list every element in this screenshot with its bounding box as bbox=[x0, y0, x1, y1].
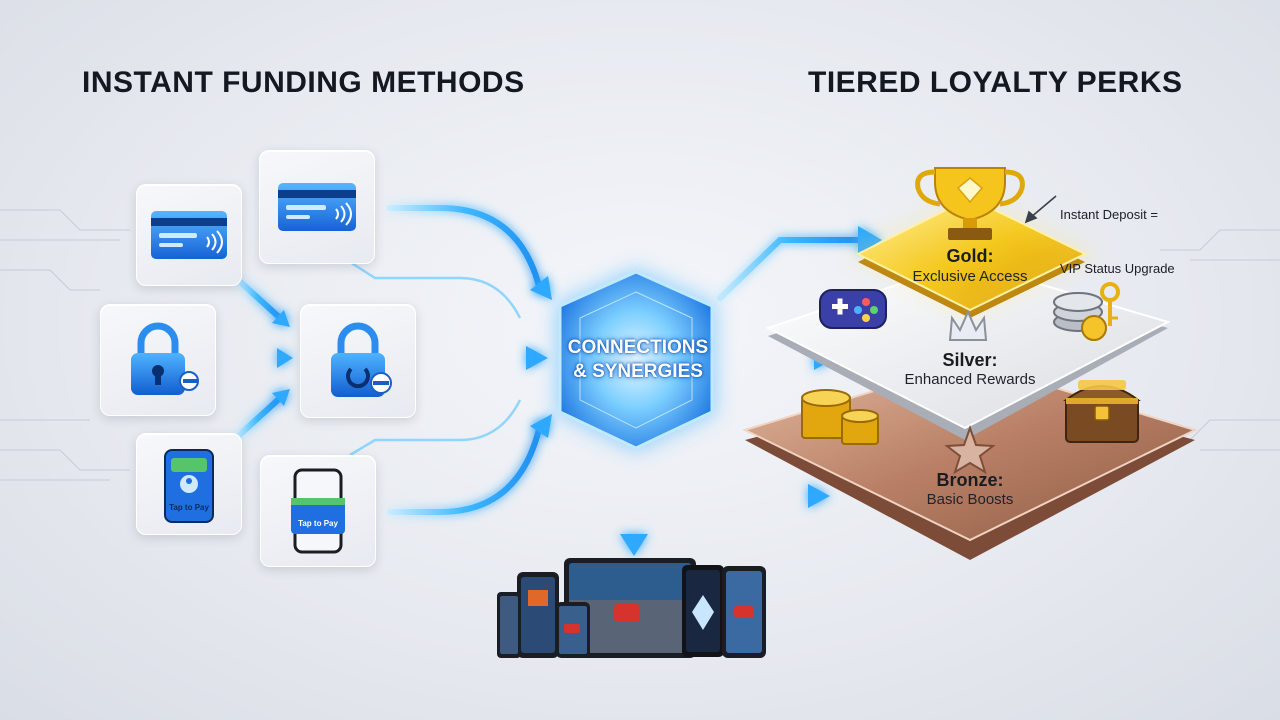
circuit-lines-left bbox=[0, 209, 130, 481]
vip-upgrade-callout: Instant Deposit = VIP Status Upgrade bbox=[1060, 170, 1175, 296]
flow-arrow-pay-to-hub bbox=[387, 422, 543, 515]
hub-label-line-2: & SYNERGIES bbox=[573, 361, 703, 382]
tap-to-pay-label: Tap to Pay bbox=[169, 503, 209, 512]
flow-arrow-card-to-hub bbox=[387, 205, 543, 293]
callout-pointer bbox=[1024, 195, 1057, 224]
flow-arrow-pay1-to-lock bbox=[233, 395, 283, 441]
hub-label-line-1: CONNECTIONS bbox=[567, 337, 709, 358]
funding-card-secure-lock-2 bbox=[300, 304, 416, 418]
circuit-lines-right bbox=[1160, 229, 1280, 451]
flow-arrows-left bbox=[223, 205, 543, 515]
gaming-devices-icon bbox=[497, 558, 766, 658]
bronze-tier-name: Bronze: bbox=[936, 470, 1004, 490]
flow-arrow-card1-to-lock bbox=[233, 275, 283, 321]
silver-tier-name: Silver: bbox=[942, 350, 998, 370]
loyalty-perks-heading: TIERED LOYALTY PERKS bbox=[808, 66, 1183, 99]
funding-methods-heading: INSTANT FUNDING METHODS bbox=[82, 66, 525, 99]
padlock-key-icon bbox=[131, 322, 199, 395]
gold-coins-icon bbox=[801, 389, 879, 445]
treasure-chest-icon bbox=[1063, 380, 1141, 443]
gamepad-icon bbox=[819, 289, 887, 329]
thin-flow-lines bbox=[349, 260, 522, 457]
hub-hexagon bbox=[556, 268, 716, 452]
callout-line-1: Instant Deposit = bbox=[1060, 207, 1158, 222]
trophy-icon bbox=[915, 167, 1025, 240]
contactless-card-icon bbox=[151, 211, 227, 259]
coins-key-icon bbox=[1053, 282, 1120, 341]
padlock-key-icon bbox=[331, 322, 392, 397]
funding-card-contactless-2 bbox=[259, 150, 375, 264]
gold-tier-name: Gold: bbox=[946, 246, 994, 266]
tap-to-pay-label: Tap to Pay bbox=[298, 519, 338, 528]
callout-line-2: VIP Status Upgrade bbox=[1060, 261, 1175, 276]
tap-to-pay-phone-icon: Tap to Pay bbox=[291, 468, 345, 554]
flow-arrow-hub-to-gold bbox=[717, 237, 861, 301]
bronze-tier-perk: Basic Boosts bbox=[926, 491, 1014, 508]
silver-tier-perk: Enhanced Rewards bbox=[904, 371, 1036, 388]
funding-card-secure-lock-1 bbox=[100, 304, 216, 416]
hub-label: CONNECTIONS & SYNERGIES bbox=[548, 336, 728, 384]
flow-arrows-right bbox=[631, 237, 861, 543]
funding-card-tap-to-pay-1: Tap to Pay bbox=[136, 433, 242, 535]
contactless-card-icon bbox=[278, 183, 356, 231]
crown-icon bbox=[948, 309, 988, 341]
funding-card-tap-to-pay-2: Tap to Pay bbox=[260, 455, 376, 567]
gold-tier-perk: Exclusive Access bbox=[912, 268, 1028, 285]
flow-arrowheads-left bbox=[272, 276, 552, 438]
tap-to-pay-phone-icon: Tap to Pay bbox=[164, 449, 214, 523]
funding-card-contactless-1 bbox=[136, 184, 242, 286]
star-icon bbox=[944, 424, 996, 475]
